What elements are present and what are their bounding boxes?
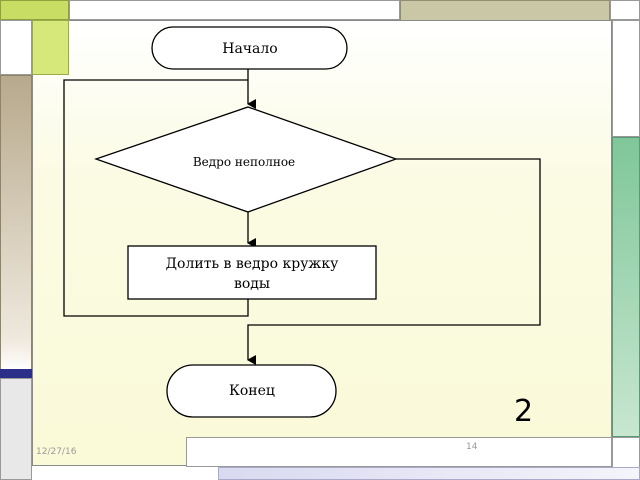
flowchart-decision-node: Ведро неполное	[94, 106, 398, 213]
decor-left-blue-bar	[0, 369, 32, 378]
flowchart-start-node: Начало	[151, 26, 348, 70]
decision-label: Ведро неполное	[193, 155, 295, 169]
slide-big-number: 2	[514, 394, 534, 429]
footer-date: 12/27/16	[36, 447, 77, 457]
connector-loop-back	[63, 79, 249, 317]
decor-left-lower-block	[0, 378, 32, 480]
end-label: Конец	[229, 383, 275, 399]
action-label-line2: воды	[234, 276, 270, 292]
decor-bottom-bar	[186, 437, 612, 467]
decor-top-bar	[69, 0, 400, 20]
decor-top-green-strip	[0, 0, 69, 20]
decor-left-white-block	[0, 20, 32, 75]
flowchart-end-node: Конец	[166, 364, 337, 418]
connector-decision-exit	[247, 158, 541, 365]
footer-page-number: 14	[466, 442, 478, 452]
action-label-line1: Долить в ведро кружку	[166, 256, 339, 272]
start-label: Начало	[222, 41, 277, 57]
decor-left-tan-strip	[0, 75, 32, 371]
flowchart-action-node: Долить в ведро кружку воды	[127, 245, 377, 300]
decor-green-corner-block	[32, 20, 69, 75]
